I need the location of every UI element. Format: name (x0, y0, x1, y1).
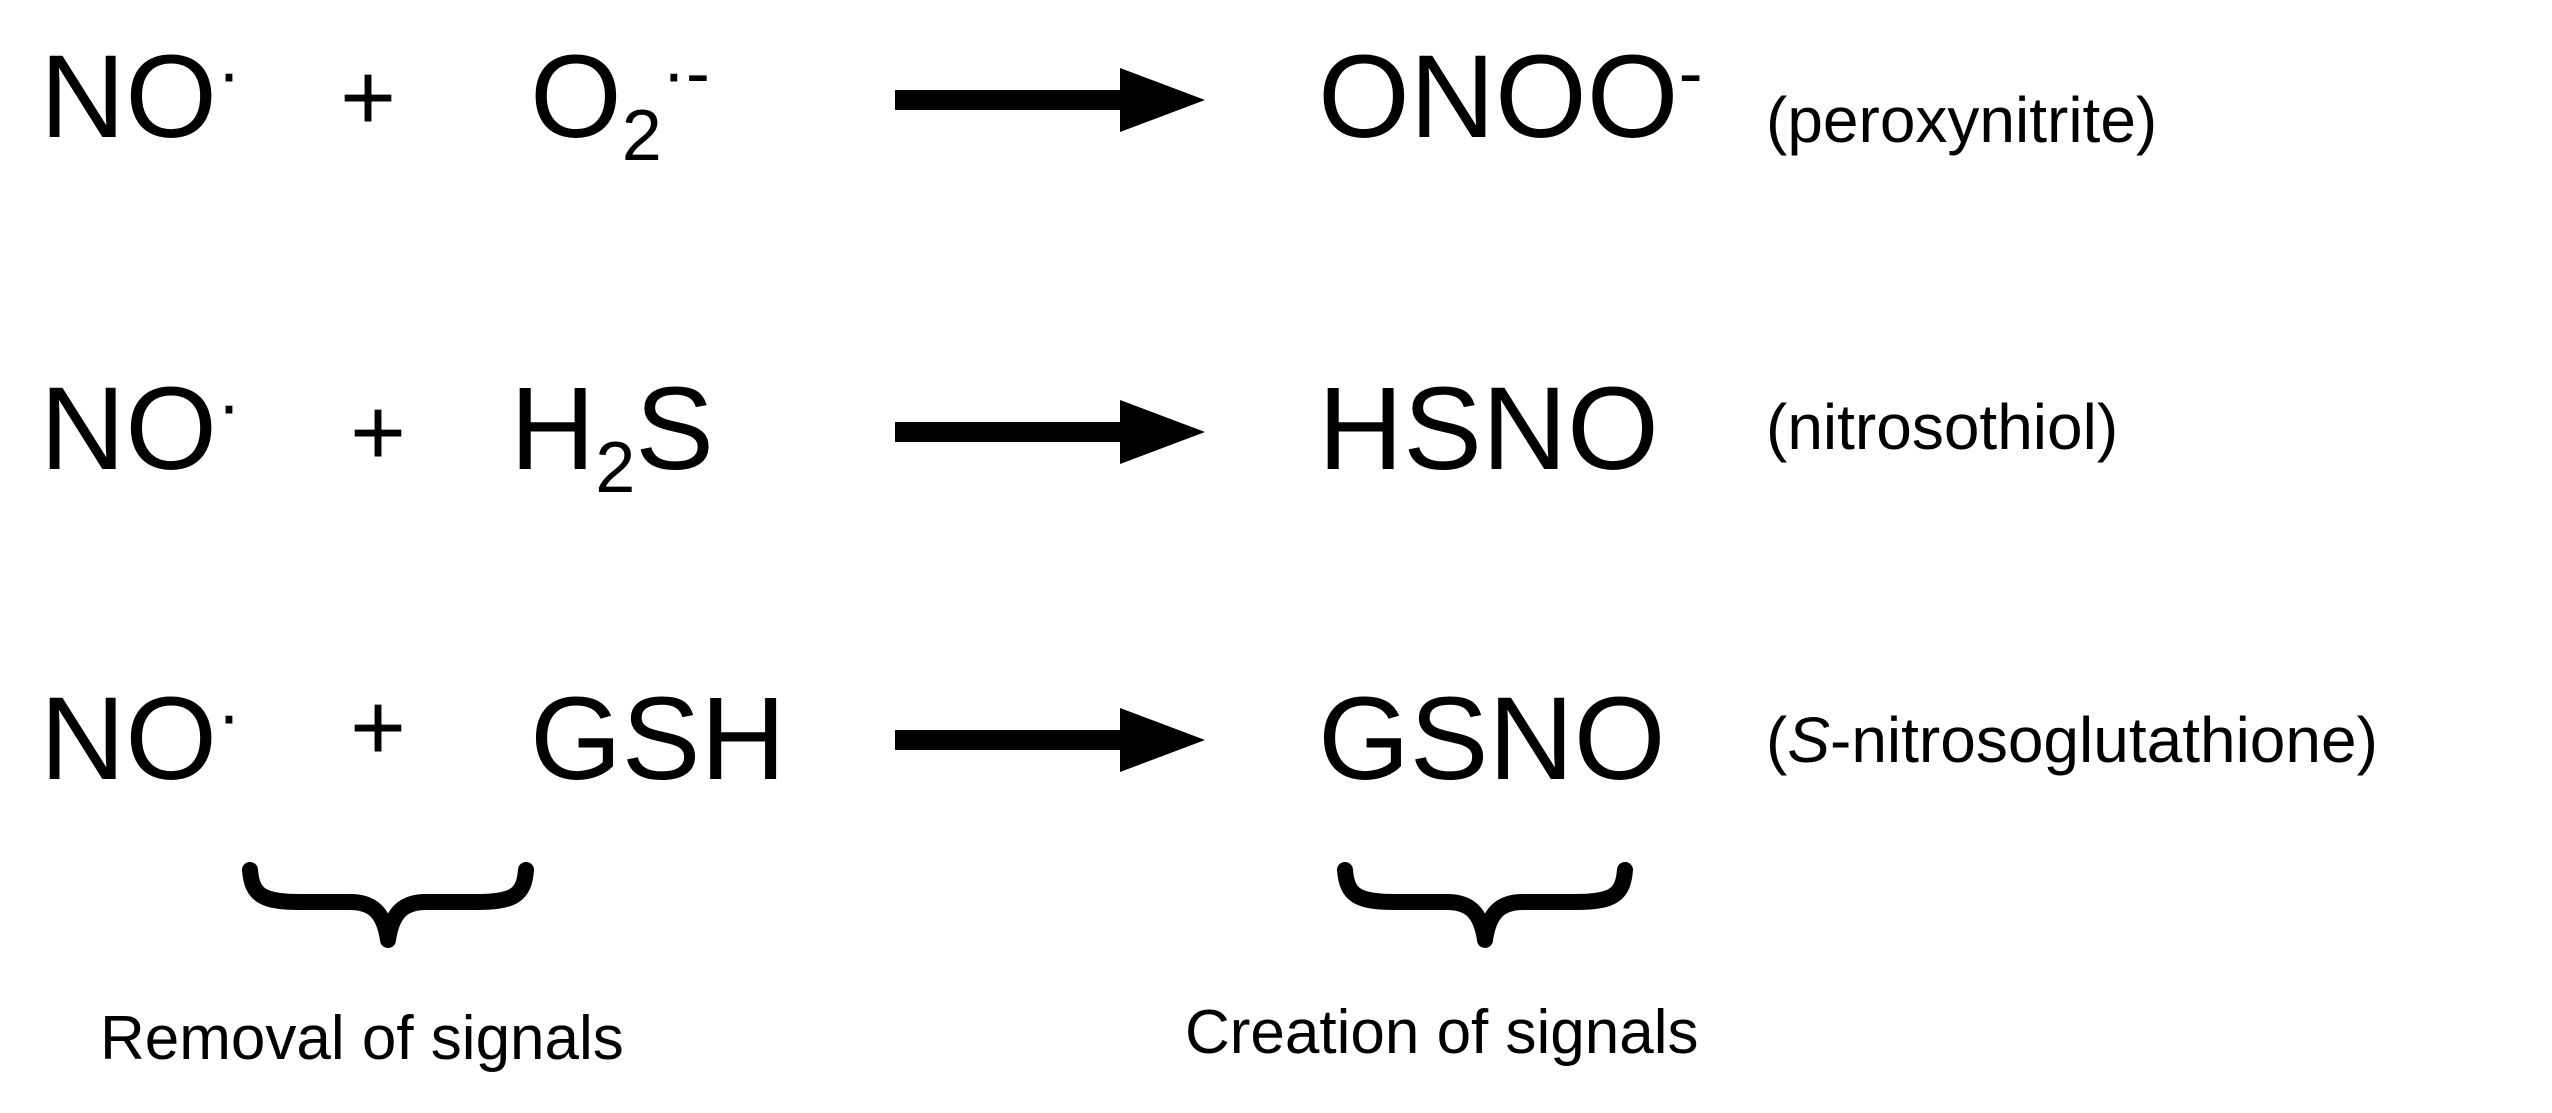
product-nitrosothiol: HSNO (1318, 370, 1659, 488)
radical-dot: · (217, 33, 241, 114)
radical-dot: · (217, 675, 241, 756)
reaction-arrow-2 (895, 400, 1205, 464)
plus-sign-3: + (350, 674, 407, 781)
product-name-nitrosothiol: (nitrosothiol) (1766, 391, 2119, 463)
caption-removal-of-signals: Removal of signals (100, 1004, 624, 1073)
product-name-peroxynitrite: (peroxynitrite) (1766, 84, 2158, 156)
formula-text: H (510, 363, 596, 495)
subscript: 2 (621, 96, 662, 177)
formula-text: NO (40, 363, 217, 495)
formula-text: NO (40, 673, 217, 805)
formula-text: HSNO (1318, 363, 1659, 495)
formula-text: O (530, 31, 622, 163)
reactant-nitric-oxide-3: NO· (40, 679, 241, 798)
product-name-s-nitrosoglutathione: (S-nitrosoglutathione) (1766, 708, 2378, 772)
charge-superscript: - (1678, 33, 1703, 114)
reactant-hydrogen-sulfide: H2S (510, 370, 714, 504)
plus-sign-2: + (350, 379, 407, 486)
formula-text: GSNO (1318, 673, 1666, 805)
formula-text: ONOO (1318, 31, 1679, 163)
name-rest: -nitrosoglutathione) (1830, 704, 2378, 776)
reaction-arrow-1 (895, 68, 1205, 132)
reactant-nitric-oxide-1: NO· (40, 37, 241, 156)
product-gsno: GSNO (1318, 680, 1666, 798)
radical-dot: · (217, 365, 241, 446)
formula-text: NO (40, 31, 217, 163)
curly-brace-right (1337, 862, 1633, 948)
subscript: 2 (595, 428, 636, 509)
curly-brace-left (242, 862, 534, 948)
reactant-glutathione: GSH (530, 680, 786, 798)
reactant-superoxide: O2·- (530, 37, 710, 172)
plus-sign-1: + (340, 44, 397, 151)
formula-text: S (635, 363, 714, 495)
charge-superscript: ·- (661, 33, 710, 114)
reactant-nitric-oxide-2: NO· (40, 369, 241, 488)
paren-open: ( (1766, 704, 1788, 776)
reaction-arrow-3 (895, 708, 1205, 772)
product-peroxynitrite: ONOO- (1318, 37, 1703, 156)
italic-s: S (1787, 704, 1830, 776)
caption-creation-of-signals: Creation of signals (1185, 998, 1699, 1067)
formula-text: GSH (530, 673, 786, 805)
